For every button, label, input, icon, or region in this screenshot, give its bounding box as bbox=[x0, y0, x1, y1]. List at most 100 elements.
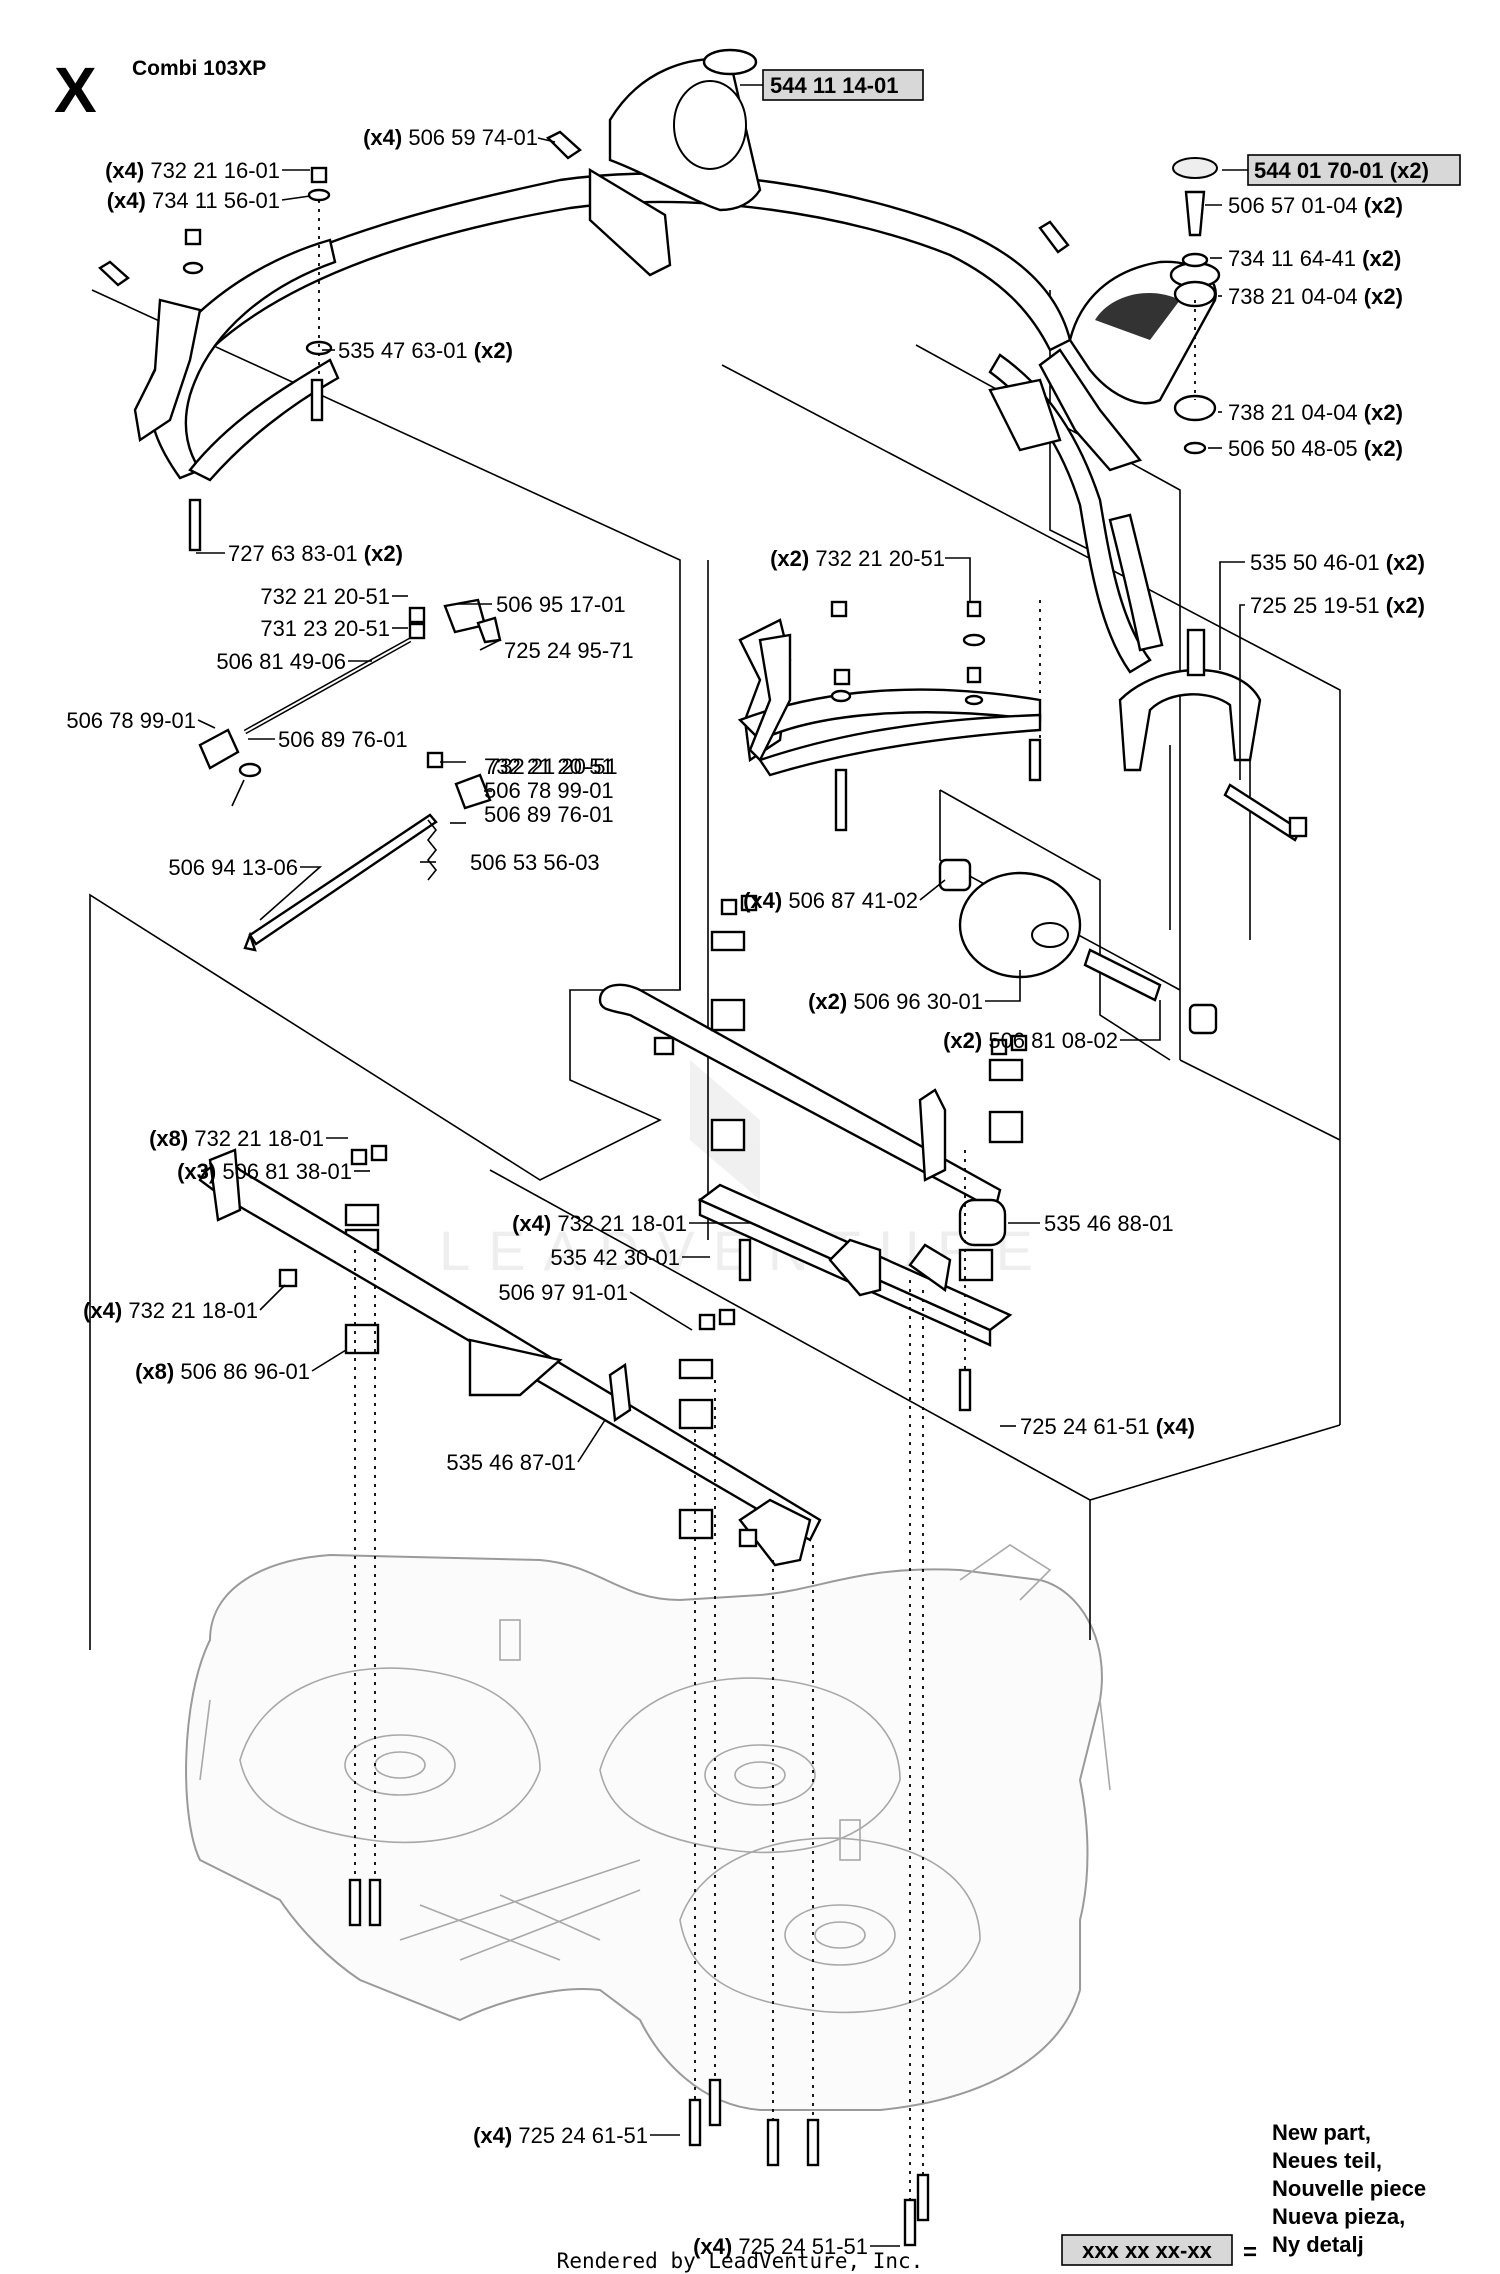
part-number: 727 63 83-01 bbox=[228, 541, 358, 566]
part-number: 535 42 30-01 bbox=[550, 1245, 680, 1270]
model-name: Combi 103XP bbox=[132, 57, 266, 80]
part-number: 732 21 20-51 bbox=[815, 546, 945, 571]
legend-equals: = bbox=[1243, 2239, 1257, 2266]
legend-line-5: Ny detalj bbox=[1272, 2232, 1364, 2257]
part-number: 732 21 18-01 bbox=[128, 1298, 258, 1323]
part-number: 506 81 38-01 bbox=[222, 1159, 352, 1184]
part-label-l17: 506 95 17-01 bbox=[496, 592, 626, 617]
part-qty: (x2) bbox=[943, 1028, 982, 1053]
part-label-l14: 535 50 46-01 (x2) bbox=[1250, 550, 1425, 575]
part-number: 506 87 41-02 bbox=[788, 888, 918, 913]
part-label-l8: 738 21 04-04 (x2) bbox=[1228, 284, 1403, 309]
part-label-l9: 535 47 63-01 (x2) bbox=[338, 338, 513, 363]
part-number: 506 78 99-01 bbox=[66, 708, 196, 733]
part-label-l20: 506 81 49-06 bbox=[216, 649, 346, 674]
part-number: 734 11 64-41 bbox=[1228, 246, 1356, 271]
part-suffix: (x2) bbox=[1364, 193, 1403, 218]
part-label-l34: (x4) 732 21 18-01 bbox=[512, 1211, 687, 1236]
part-label-l42: (x4) 725 24 61-51 bbox=[473, 2123, 648, 2148]
part-number: 506 89 76-01 bbox=[278, 727, 408, 752]
part-label-l7: 734 11 64-41 (x2) bbox=[1228, 246, 1401, 271]
part-number: 535 46 87-01 bbox=[446, 1450, 576, 1475]
part-qty: (x8) bbox=[149, 1126, 188, 1151]
part-label-l26: 506 89 76-01 bbox=[484, 802, 614, 827]
part-label-l41: 535 46 87-01 bbox=[446, 1450, 576, 1475]
part-label-l3: (x4) 732 21 16-01 bbox=[105, 158, 280, 183]
part-number: 734 11 56-01 bbox=[152, 188, 280, 213]
handle-frame bbox=[133, 48, 1221, 777]
part-label-l10: 738 21 04-04 (x2) bbox=[1228, 400, 1403, 425]
part-number: 535 46 88-01 bbox=[1044, 1211, 1174, 1236]
part-qty: (x4) bbox=[105, 158, 144, 183]
part-number: 506 57 01-04 bbox=[1228, 193, 1358, 218]
part-number: 506 50 48-05 bbox=[1228, 436, 1358, 461]
part-label-l15: 725 25 19-51 (x2) bbox=[1250, 593, 1425, 618]
part-qty: (x4) bbox=[107, 188, 146, 213]
part-suffix: (x2) bbox=[1386, 550, 1425, 575]
part-number: 732 21 20-51 bbox=[260, 584, 390, 609]
part-label-l2: (x4) 506 59 74-01 bbox=[363, 125, 538, 150]
part-label-l43: (x4) 725 24 51-51 bbox=[693, 2234, 868, 2259]
legend-sample-box bbox=[1061, 2234, 1233, 2266]
part-suffix: (x4) bbox=[1156, 1414, 1195, 1439]
part-qty: (x4) bbox=[743, 888, 782, 913]
part-label-l40: 725 24 61-51 (x4) bbox=[1020, 1414, 1195, 1439]
part-label-l33: (x3) 506 81 38-01 bbox=[177, 1159, 352, 1184]
part-label-l16: 732 21 20-51 bbox=[260, 584, 390, 609]
part-number: 506 59 74-01 bbox=[408, 125, 538, 150]
part-number: 506 53 56-03 bbox=[470, 850, 600, 875]
part-number: 506 89 76-01 bbox=[484, 802, 614, 827]
part-label-l30: (x2) 506 96 30-01 bbox=[808, 989, 983, 1014]
part-number: 725 24 95-71 bbox=[504, 638, 634, 663]
leader-lines bbox=[196, 137, 1245, 2247]
part-number: 738 21 04-04 bbox=[1228, 284, 1358, 309]
part-number: 506 81 08-02 bbox=[988, 1028, 1118, 1053]
part-label-l37: (x4) 732 21 18-01 bbox=[83, 1298, 258, 1323]
part-label-l1: 544 11 14-01 bbox=[770, 73, 898, 98]
part-number: 725 24 61-51 bbox=[518, 2123, 648, 2148]
part-label-l19: 725 24 95-71 bbox=[504, 638, 634, 663]
part-label-l38: 506 97 91-01 bbox=[498, 1280, 628, 1305]
part-qty: (x2) bbox=[770, 546, 809, 571]
part-label-l28: 506 53 56-03 bbox=[470, 850, 600, 875]
part-qty: (x2) bbox=[808, 989, 847, 1014]
part-number: 535 50 46-01 bbox=[1250, 550, 1380, 575]
part-label-l18: 731 23 20-51 bbox=[260, 616, 390, 641]
new-part-box-2 bbox=[1247, 154, 1461, 186]
part-qty: (x4) bbox=[512, 1211, 551, 1236]
part-qty: (x4) bbox=[693, 2234, 732, 2259]
legend: xxx xx xx-xx = New part, Neues teil, Nou… bbox=[1061, 2120, 1426, 2266]
part-suffix: (x2) bbox=[1362, 246, 1401, 271]
legend-sample-number: xxx xx xx-xx bbox=[1082, 2238, 1212, 2263]
part-label-l22: 506 89 76-01 bbox=[278, 727, 408, 752]
part-qty: (x4) bbox=[363, 125, 402, 150]
part-label-l32: (x8) 732 21 18-01 bbox=[149, 1126, 324, 1151]
part-suffix: (x2) bbox=[1364, 284, 1403, 309]
part-label-l12: 727 63 83-01 (x2) bbox=[228, 541, 403, 566]
new-part-box-1 bbox=[762, 69, 924, 101]
part-label-l4: (x4) 734 11 56-01 bbox=[107, 188, 280, 213]
part-number: 732 21 18-01 bbox=[194, 1126, 324, 1151]
legend-line-4: Nueva pieza, bbox=[1272, 2204, 1405, 2229]
part-suffix: (x2) bbox=[1364, 436, 1403, 461]
part-suffix: (x2) bbox=[474, 338, 513, 363]
legend-line-2: Neues teil, bbox=[1272, 2148, 1382, 2173]
part-label-l25: 732 21 20-51 bbox=[488, 754, 618, 779]
part-label-l23: 732 21 20-51 bbox=[484, 754, 614, 779]
legend-line-3: Nouvelle piece bbox=[1272, 2176, 1426, 2201]
part-label-l31: (x2) 506 81 08-02 bbox=[943, 1028, 1118, 1053]
part-number: 506 96 30-01 bbox=[853, 989, 983, 1014]
part-number: 544 11 14-01 bbox=[770, 73, 898, 98]
part-label-l35: 535 42 30-01 bbox=[550, 1245, 680, 1270]
part-label-l29: (x4) 506 87 41-02 bbox=[743, 888, 918, 913]
part-label-l6: 506 57 01-04 (x2) bbox=[1228, 193, 1403, 218]
part-qty: (x3) bbox=[177, 1159, 216, 1184]
part-number: 732 21 20-51 bbox=[484, 754, 614, 779]
part-number: 506 78 99-01 bbox=[484, 778, 614, 803]
part-number: 725 24 51-51 bbox=[738, 2234, 868, 2259]
part-suffix: (x2) bbox=[364, 541, 403, 566]
hardware bbox=[98, 130, 1308, 2247]
part-number: 544 01 70-01 (x2) bbox=[1254, 158, 1429, 183]
part-number: 506 97 91-01 bbox=[498, 1280, 628, 1305]
